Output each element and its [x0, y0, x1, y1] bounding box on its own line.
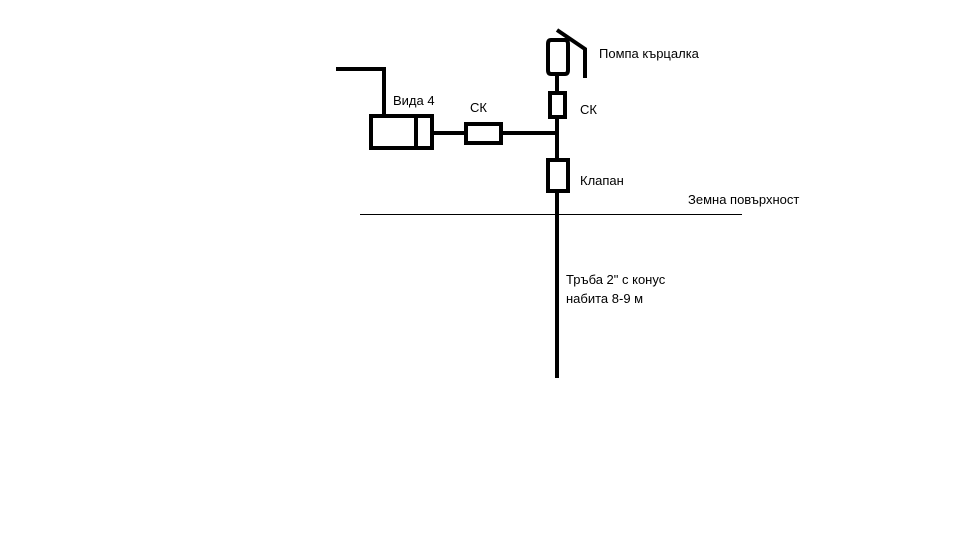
pump-body	[546, 38, 570, 76]
check-valve-left-label: СК	[470, 100, 487, 115]
pump-handle	[555, 28, 587, 78]
motor-outlet-pipe	[336, 67, 386, 116]
valve-symbol	[546, 158, 570, 193]
check-valve-top-symbol	[548, 91, 567, 119]
check-valve-top-label: СК	[580, 102, 597, 117]
motor-body	[369, 114, 434, 150]
pump-label: Помпа кърцалка	[599, 46, 699, 61]
ground-label: Земна повърхност	[688, 192, 800, 207]
motor-unit-symbol	[336, 67, 434, 150]
check-valve-left-symbol	[464, 122, 503, 145]
hand-pump-symbol	[546, 28, 587, 93]
valve-label: Клапан	[580, 173, 624, 188]
pipe-label-line1: Тръба 2" с конус	[566, 272, 666, 287]
motor-label: Вида 4	[393, 93, 435, 108]
pipe-label-line2: набита 8-9 м	[566, 291, 644, 306]
